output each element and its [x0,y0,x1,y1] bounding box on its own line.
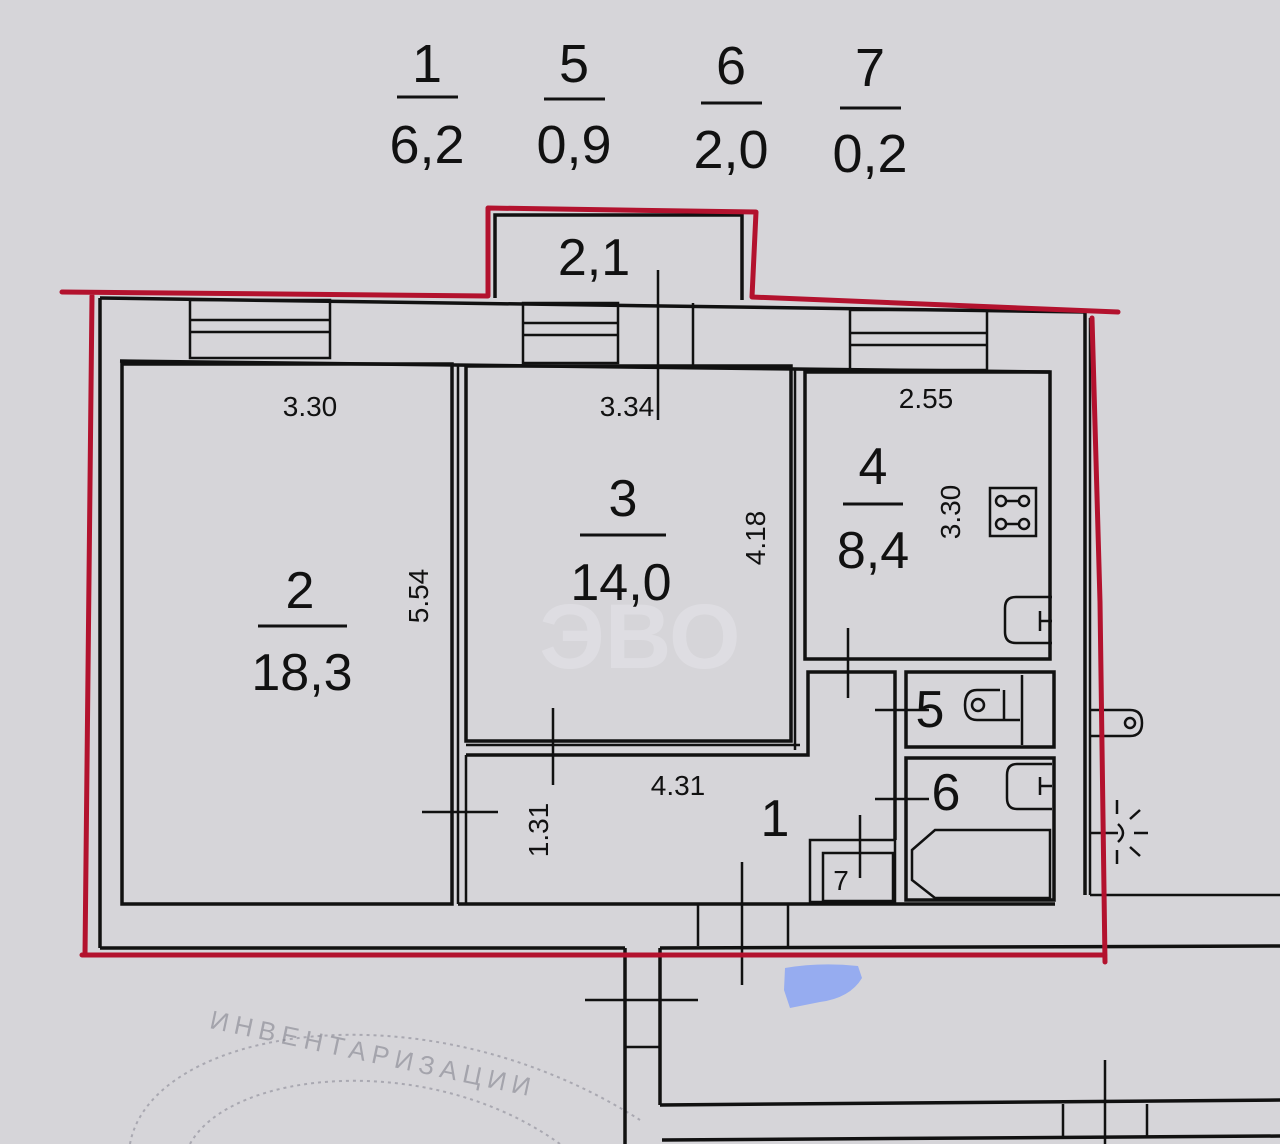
room-2-area: 18,3 [251,644,352,702]
balcony-area: 2,1 [558,229,630,287]
bathtub-icon [910,828,1052,900]
room-3-length: 4.18 [740,511,771,566]
room-4-length: 3.30 [935,485,966,540]
legend-room-number: 6 [716,36,746,96]
room-1-length: 1.31 [523,803,554,858]
legend-room-area: 0,9 [536,115,611,175]
legend-item-5: 5 0,9 [536,34,611,175]
room-1-width: 4.31 [651,770,706,801]
room-1-number: 1 [761,790,790,848]
legend-item-7: 7 0,2 [832,38,907,184]
room-4-area: 8,4 [837,522,909,580]
section-marks [422,270,929,985]
room-2-outline [120,362,454,906]
legend-room-area: 6,2 [389,115,464,175]
room-6-outline [904,756,1056,902]
room-7-number: 7 [833,865,849,896]
room-2-length: 5.54 [403,569,434,624]
room-3-number: 3 [609,470,638,528]
area-legend: 1 6,2 5 0,9 6 2,0 7 0,2 [389,34,907,184]
room-2-width: 3.30 [283,391,338,422]
watermark-logo: ЭВО [539,586,740,688]
apartment-boundary [59,205,1121,965]
kitchen-sink-icon [1003,595,1052,645]
room-4-number: 4 [859,438,888,496]
room-4-label: 2.55 3.30 4 8,4 [837,383,966,580]
bathroom-sink-icon [1005,762,1052,811]
legend-room-area: 0,2 [832,124,907,184]
legend-room-number: 1 [412,34,442,94]
room-3-label: 3.34 4.18 3 14,0 [570,391,771,612]
redaction-mark [784,964,862,1008]
walls [98,213,1280,1144]
room-4-outline [803,370,1052,661]
room-1-label: 4.31 1.31 1 [523,770,789,857]
toilet-icon [963,688,1020,722]
legend-item-6: 6 2,0 [693,36,768,180]
room-6-number: 6 [932,764,961,822]
legend-room-number: 5 [559,34,589,94]
legend-item-1: 1 6,2 [389,34,464,175]
room-5-number: 5 [916,681,945,739]
room-2-label: 3.30 5.54 2 18,3 [251,391,434,702]
legend-room-number: 7 [855,38,885,98]
room-2-number: 2 [286,562,315,620]
room-3-outline [464,364,793,743]
room-4-width: 2.55 [899,383,954,414]
riser-fixture-icon [1090,708,1144,738]
room-3-width: 3.34 [600,391,655,422]
stove-icon [988,486,1038,538]
legend-room-area: 2,0 [693,120,768,180]
room-3-area: 14,0 [570,554,671,612]
